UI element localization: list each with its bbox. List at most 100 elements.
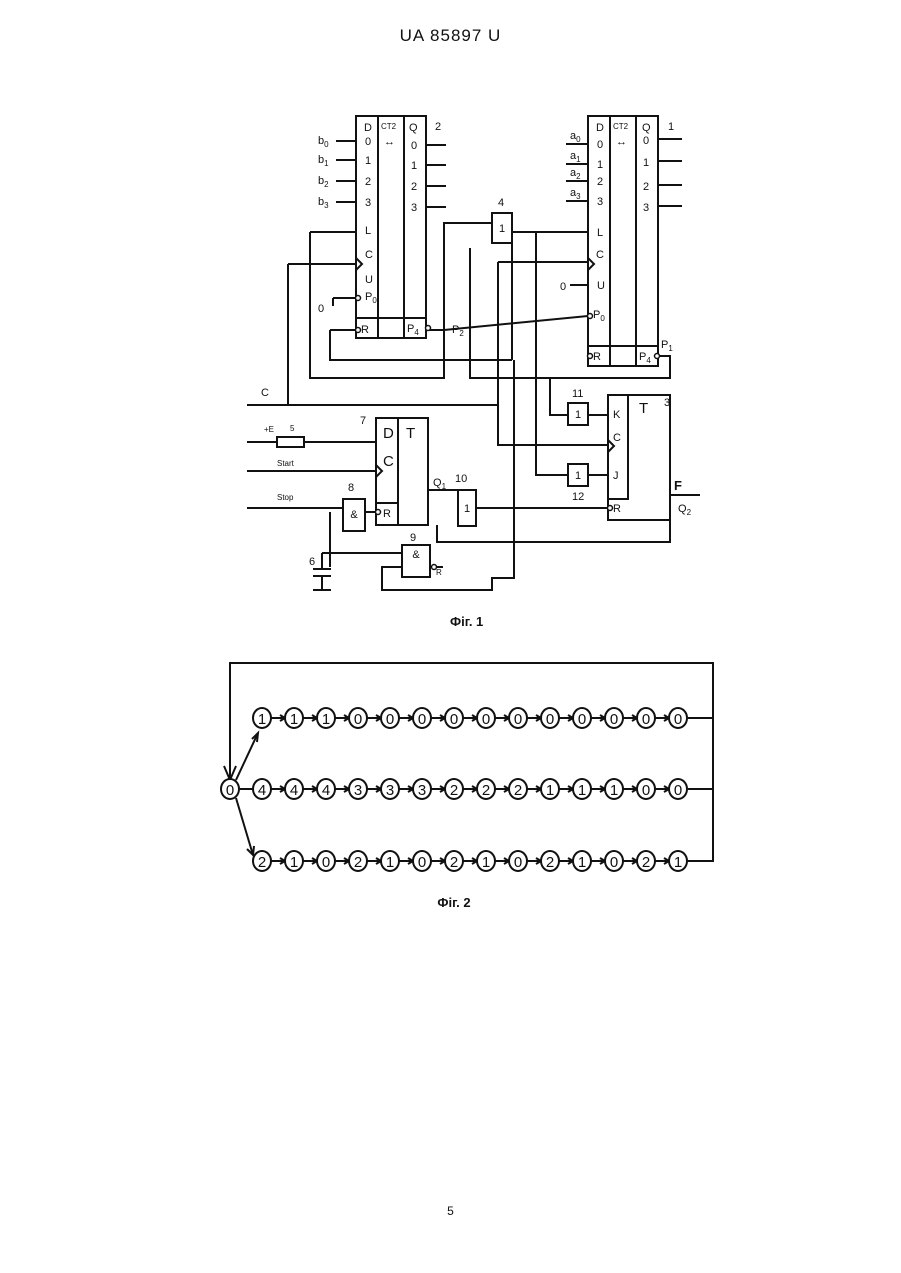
counter-1-title: CT2 (613, 122, 629, 131)
trigger-3-r-pin: R (613, 503, 621, 515)
f-label: F (674, 478, 682, 493)
trigger-3-id: 3 (664, 397, 670, 409)
state-graph: 0111000000000004443332221110021021021021… (221, 663, 713, 910)
graph-node-label: 3 (386, 782, 394, 799)
graph-node-label: 0 (642, 782, 650, 799)
gate-11-id: 11 (572, 388, 583, 400)
trigger-7-c-pin: C (383, 453, 394, 470)
counter-2-q-head: Q (409, 122, 418, 134)
counter-1-output-pin: 1 (643, 157, 649, 169)
counter-1-q-head: Q (642, 122, 651, 134)
counter-1-d-head: D (596, 122, 604, 134)
counter-2-zero: 0 (318, 303, 324, 315)
gate-11-symbol: 1 (575, 409, 581, 421)
graph-node-label: 4 (322, 782, 330, 799)
counter-2-id: 2 (435, 121, 441, 133)
graph-node-label: 0 (578, 711, 586, 728)
graph-node-label: 2 (642, 854, 650, 871)
counter-1-r-pin: R (593, 351, 601, 363)
trigger-3-k-pin: K (613, 409, 621, 421)
counter-1-body (588, 116, 658, 366)
gate-9-id: 9 (410, 532, 416, 544)
wire (470, 248, 568, 415)
figure-2-caption: Фіг. 2 (437, 895, 470, 910)
graph-node-label: 0 (674, 711, 682, 728)
graph-node-label: 1 (578, 782, 586, 799)
trigger-7-r-pin: R (383, 508, 391, 520)
counter-2-output-pin: 1 (411, 160, 417, 172)
graph-node-label: 1 (290, 711, 298, 728)
graph-node-label: 0 (482, 711, 490, 728)
gate-10-id: 10 (455, 473, 467, 485)
counter-2-arrow: ↔ (384, 136, 395, 148)
graph-node-label: 0 (354, 711, 362, 728)
counter-1-input-pin: 3 (597, 196, 603, 208)
trigger-3-title: T (639, 400, 648, 417)
counter-2-l-pin: L (365, 225, 371, 237)
graph-node-label: 0 (642, 711, 650, 728)
gate-9-output-label: R (436, 568, 442, 577)
trigger-3-c-pin: C (613, 432, 621, 444)
counter-1-input-label: a0 (570, 130, 581, 144)
counter-1-u-pin: U (597, 280, 605, 292)
graph-node-label: 1 (258, 711, 266, 728)
gate-8-symbol: & (350, 509, 358, 521)
trigger-3-j-pin: J (613, 470, 619, 482)
gate-8-id: 8 (348, 482, 354, 494)
p1-label: P1 (661, 339, 673, 353)
counter-1-arrow: ↔ (616, 136, 627, 148)
inverter-bubble (376, 510, 381, 515)
start-label: Start (277, 459, 295, 468)
plus-e-label: +E (264, 425, 274, 434)
inverter-bubble (356, 296, 361, 301)
gate-12-id: 12 (572, 491, 584, 503)
capacitor-6-id: 6 (309, 556, 315, 568)
counter-1-input-label: a1 (570, 150, 581, 164)
q2-label: Q2 (678, 503, 692, 517)
graph-node-label: 0 (450, 711, 458, 728)
graph-node-label: 1 (322, 711, 330, 728)
counter-1-l-pin: L (597, 227, 603, 239)
counter-1-input-label: a2 (570, 167, 581, 181)
graph-node-label: 0 (610, 711, 618, 728)
counter-2-input-label: b1 (318, 154, 329, 168)
graph-node-label: 3 (418, 782, 426, 799)
graph-node-label: 3 (354, 782, 362, 799)
page-number: 5 (0, 1204, 901, 1218)
counter-2-output-pin: 2 (411, 181, 417, 193)
graph-node-label: 0 (674, 782, 682, 799)
counter-1: DCT2↔Q10a01a12a23a30123LCUP0RP40 (560, 116, 682, 366)
counter-2-output-pin: 0 (411, 140, 417, 152)
gate-12-symbol: 1 (575, 470, 581, 482)
resistor-5-id: 5 (290, 424, 295, 433)
graph-node-label: 1 (674, 854, 682, 871)
counter-2-input-pin: 2 (365, 176, 371, 188)
gate-10-symbol: 1 (464, 503, 470, 515)
counter-1-input-pin: 2 (597, 176, 603, 188)
counter-1-input-label: a3 (570, 187, 581, 201)
circuit-diagram: DCT2↔Q20b01b12b23b30123LCUP0RP40DCT2↔Q10… (247, 116, 700, 629)
counter-2-output-pin: 3 (411, 202, 417, 214)
counter-1-output-pin: 0 (643, 135, 649, 147)
trigger-7-title: T (406, 425, 415, 442)
graph-node-label: 2 (354, 854, 362, 871)
inverter-bubble (588, 354, 593, 359)
graph-node-label: 1 (386, 854, 394, 871)
graph-node-label: 0 (514, 711, 522, 728)
counter-1-output-pin: 2 (643, 181, 649, 193)
counter-2-input-pin: 1 (365, 155, 371, 167)
counter-1-input-pin: 0 (597, 139, 603, 151)
counter-2: DCT2↔Q20b01b12b23b30123LCUP0RP40 (318, 116, 446, 338)
graph-node-label: 0 (226, 782, 234, 799)
counter-2-input-pin: 0 (365, 136, 371, 148)
inverter-bubble (426, 326, 431, 331)
resistor-5 (277, 437, 304, 447)
graph-node-label: 4 (290, 782, 298, 799)
graph-node-label: 2 (482, 782, 490, 799)
edge (236, 733, 258, 780)
counter-1-zero: 0 (560, 281, 566, 293)
gate-4-id: 4 (498, 197, 504, 209)
return-loop (230, 663, 713, 861)
counter-2-input-label: b2 (318, 175, 329, 189)
